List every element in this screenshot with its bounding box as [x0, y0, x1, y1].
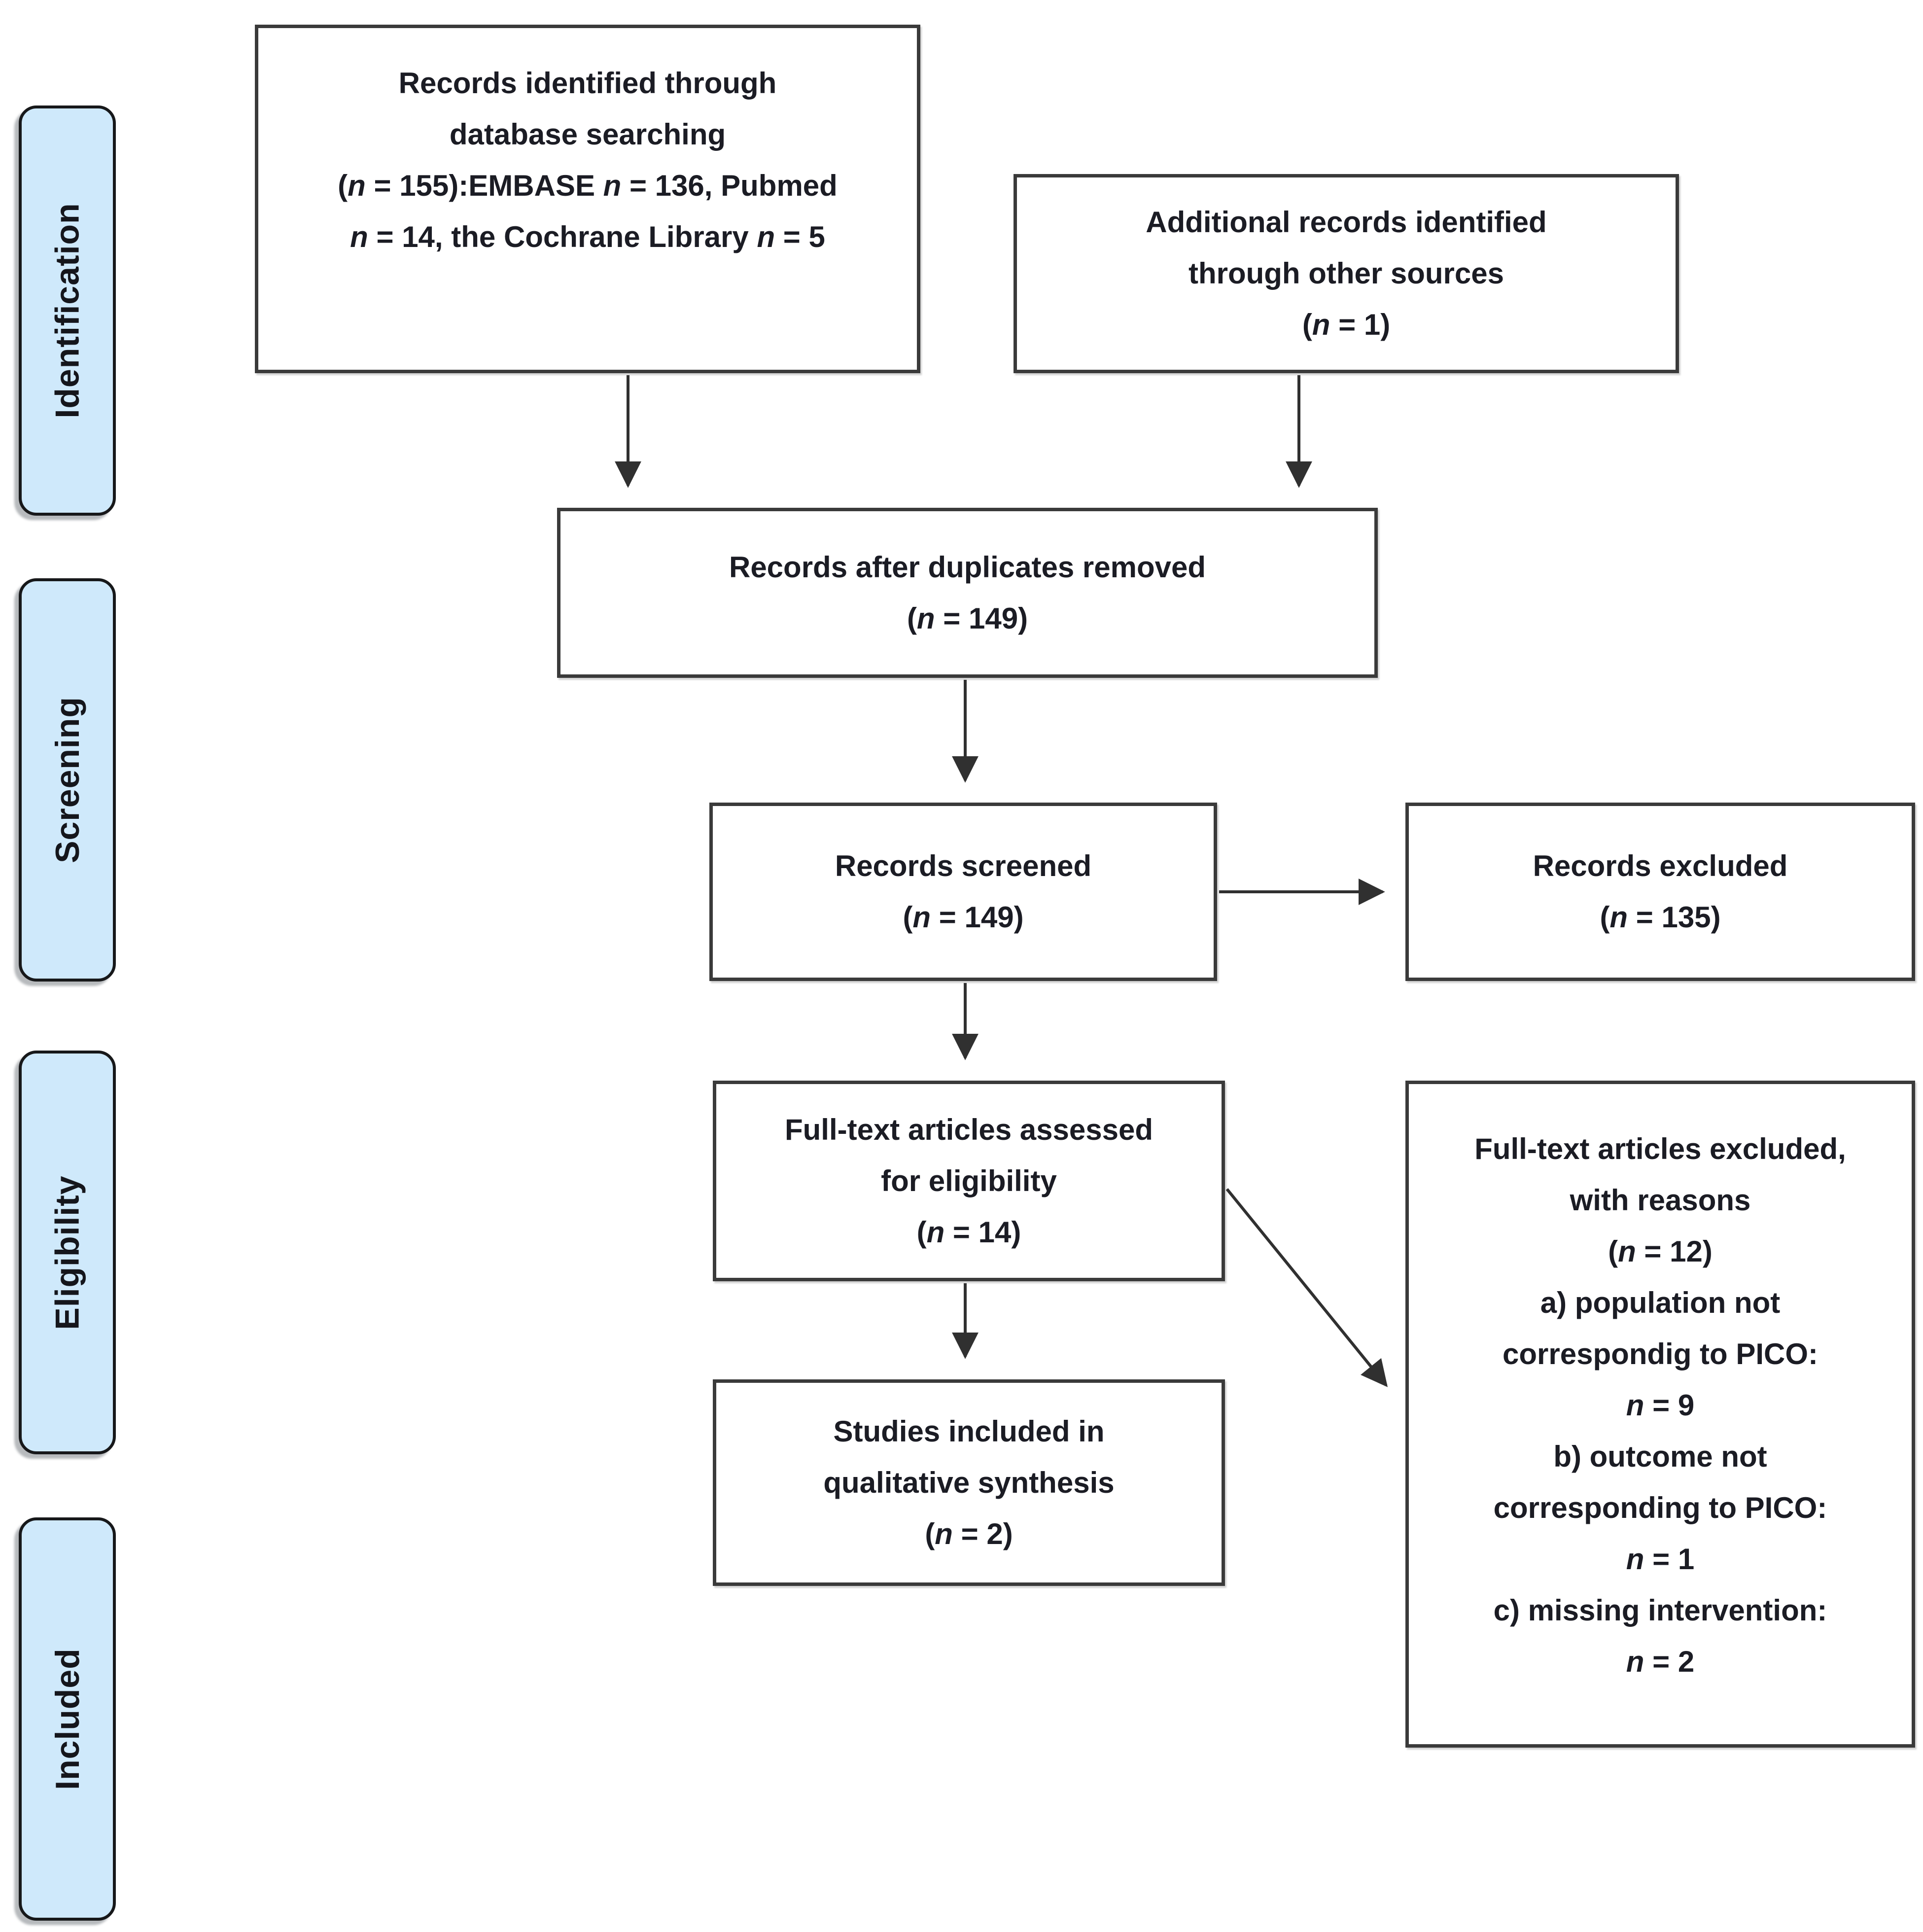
box-text-line: b) outcome not [1553, 1440, 1767, 1473]
box-text-line: through other sources [1188, 257, 1504, 290]
box-text-line: (n = 14) [916, 1215, 1021, 1249]
box-text-line: Studies included in [833, 1414, 1105, 1448]
box-text-line: database searching [449, 118, 726, 151]
stage-eligibility-label: Eligibility [48, 1175, 86, 1330]
box-studies-included: Studies included in qualitative synthesis… [713, 1379, 1225, 1586]
box-records-excluded: Records excluded (n = 135) [1405, 803, 1915, 981]
stage-eligibility: Eligibility [19, 1051, 116, 1454]
box-text-line: Records excluded [1533, 849, 1788, 882]
box-fulltext-excluded: Full-text articles excluded, with reasons… [1405, 1081, 1915, 1748]
box-text-line: correspondig to PICO: [1502, 1337, 1818, 1370]
box-text-line: Additional records identified [1146, 206, 1547, 239]
stage-screening-label: Screening [48, 697, 86, 863]
box-text-line: corresponding to PICO: [1493, 1491, 1827, 1524]
box-text-line: Records after duplicates removed [729, 550, 1206, 584]
box-text-line: (n = 149) [907, 601, 1028, 635]
box-text-line: Records screened [835, 849, 1092, 882]
box-text-line: Records identified through [398, 67, 777, 100]
box-fulltext-assessed: Full-text articles assessed for eligibili… [713, 1081, 1225, 1281]
box-text-line: (n = 1) [1302, 308, 1391, 341]
box-text-line: (n = 155):EMBASE n = 136, Pubmed [338, 169, 838, 202]
box-text-line: c) missing intervention: [1493, 1594, 1827, 1627]
box-text-line: n = 9 [1626, 1389, 1695, 1422]
box-text-line: Full-text articles excluded, [1474, 1132, 1846, 1165]
stage-screening: Screening [19, 578, 116, 982]
stage-included: Included [19, 1517, 116, 1921]
box-text-line: a) population not [1540, 1286, 1781, 1319]
box-after-duplicates: Records after duplicates removed (n = 149… [557, 508, 1378, 678]
stage-identification: Identification [19, 105, 116, 516]
box-text-line: Full-text articles assessed [784, 1113, 1154, 1146]
box-text-line: n = 14, the Cochrane Library n = 5 [350, 220, 825, 253]
box-text-line: with reasons [1570, 1184, 1751, 1217]
box-text-line: (n = 149) [903, 901, 1024, 934]
box-text-line: for eligibility [881, 1164, 1057, 1197]
box-additional-records: Additional records identified through oth… [1014, 174, 1679, 373]
box-text-line: (n = 12) [1608, 1235, 1713, 1268]
box-text-line: qualitative synthesis [823, 1466, 1115, 1499]
box-text-line: (n = 2) [925, 1517, 1013, 1550]
box-records-identified: Records identified through database searc… [255, 25, 920, 373]
stage-included-label: Included [48, 1648, 86, 1790]
box-text-line: n = 2 [1626, 1645, 1695, 1678]
box-text-line: n = 1 [1626, 1543, 1695, 1576]
box-records-screened: Records screened (n = 149) [709, 803, 1217, 981]
stage-identification-label: Identification [48, 203, 86, 419]
arrow-fulltext-to-excluded-diagonal [1225, 1188, 1388, 1387]
box-text-line: (n = 135) [1600, 901, 1721, 934]
